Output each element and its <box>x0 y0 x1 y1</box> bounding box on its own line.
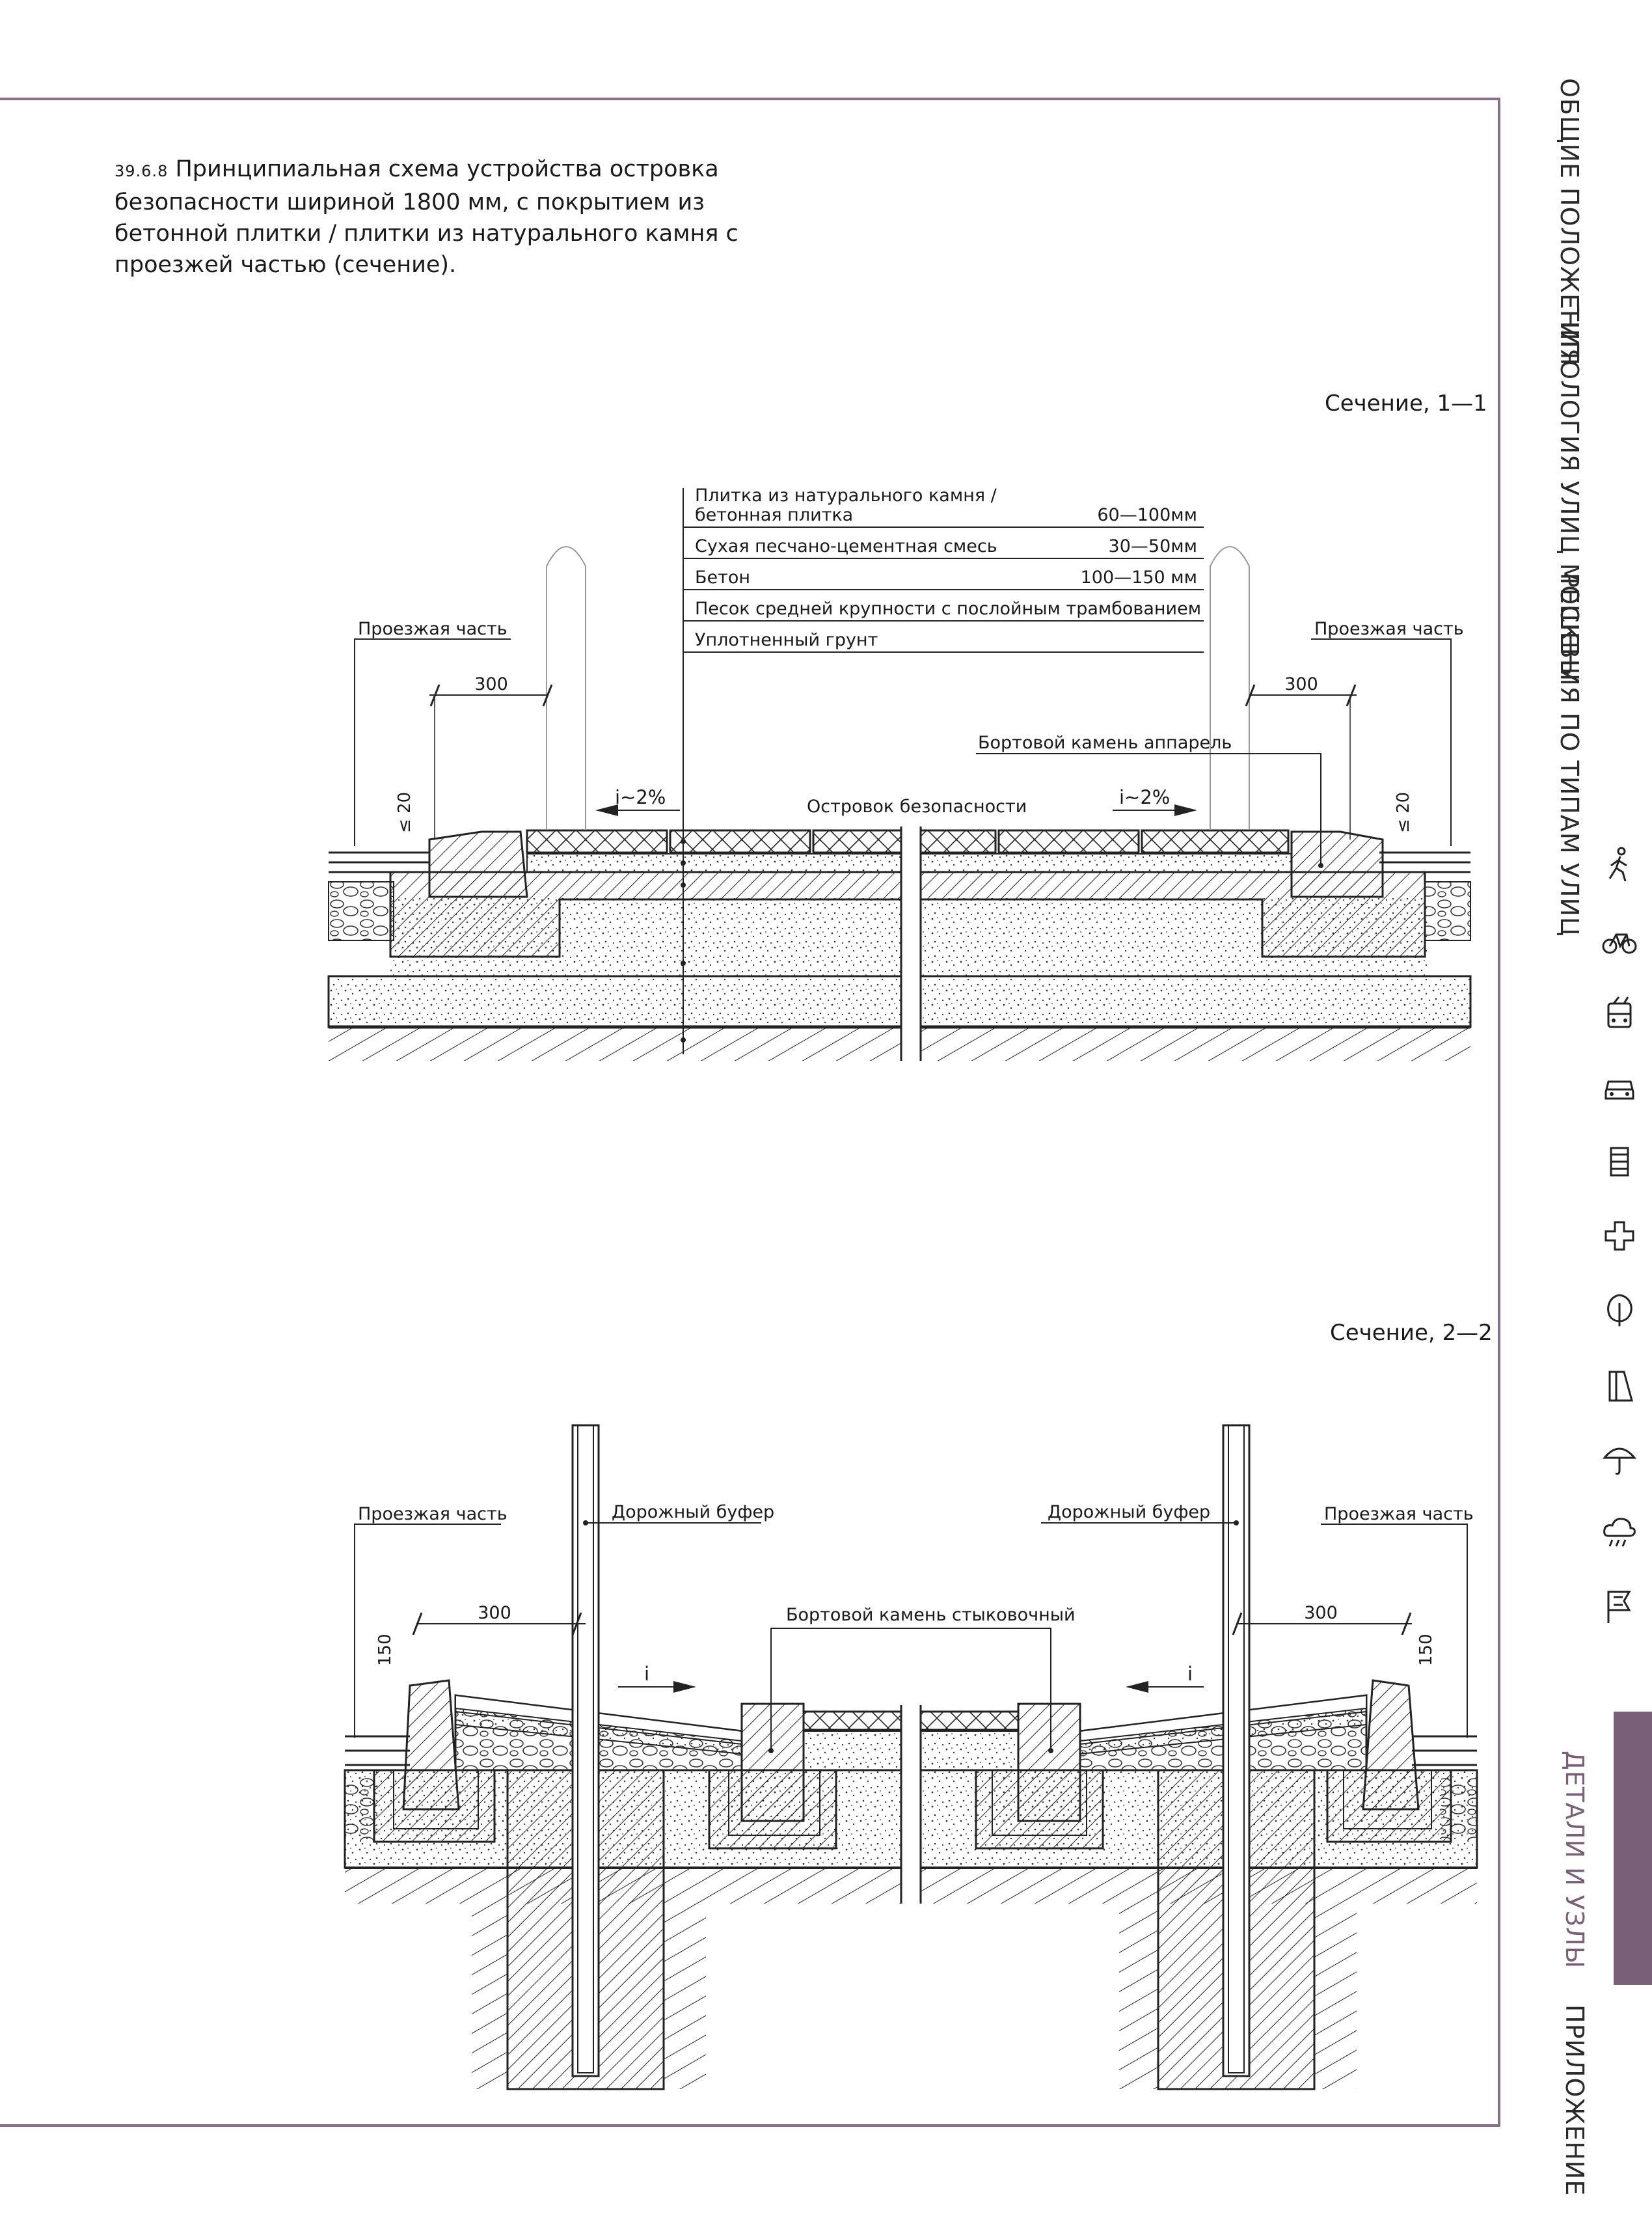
nav-typology[interactable]: ТИПОЛОГИЯ УЛИЦ МОСКВЫ <box>1555 306 1584 682</box>
tree-icon[interactable] <box>1601 1291 1638 1329</box>
section-2-title: Сечение, 2—2 <box>1330 1320 1493 1346</box>
s2-height-left: 150 <box>375 1634 395 1666</box>
s1-island-label: Островок безопасности <box>807 797 1027 817</box>
s1-roadway-right: Проезжая часть <box>1314 619 1464 639</box>
s2-slope-right: i <box>1187 1663 1193 1685</box>
layer-3-name: Бетон <box>695 568 750 588</box>
car-icon[interactable] <box>1601 1069 1638 1106</box>
layer-2-name: Сухая песчано-цементная смесь <box>695 536 997 556</box>
s2-roadway-left: Проезжая часть <box>358 1504 508 1524</box>
s2-slope-left: i <box>644 1663 649 1685</box>
pedestrian-icon[interactable] <box>1601 846 1638 884</box>
s1-dim-right: 300 <box>1284 674 1318 694</box>
figure-caption: 39.6.8 Принципиальная схема устройства о… <box>115 154 739 280</box>
s1-height-left: ≤ 20 <box>395 792 414 833</box>
s2-height-right: 150 <box>1416 1634 1436 1666</box>
section-2-drawing: Дорожный буфер Дорожный буфер Проезжая ч… <box>344 1424 1478 2090</box>
bicycle-icon[interactable] <box>1601 920 1638 958</box>
s2-dim-right: 300 <box>1304 1603 1338 1623</box>
s1-curb-label: Бортовой камень аппарель <box>978 733 1232 753</box>
rain-cloud-icon[interactable] <box>1601 1514 1638 1552</box>
layer-1-thickness: 60—100мм <box>1097 505 1197 525</box>
layer-3-thickness: 100—150 мм <box>1081 568 1197 588</box>
page-frame <box>0 98 1500 2127</box>
s2-buffer-right: Дорожный буфер <box>1048 1502 1210 1522</box>
lamp-icon[interactable] <box>1601 1365 1638 1403</box>
s1-dim-left: 300 <box>474 674 508 694</box>
caption-number: 39.6.8 <box>115 162 169 180</box>
s1-slope-right: i~2% <box>1119 786 1170 808</box>
nav-details[interactable]: ДЕТАЛИ И УЗЛЫ <box>1560 1751 1589 1969</box>
s2-curb-label: Бортовой камень стыковочный <box>786 1605 1076 1625</box>
layer-2-thickness: 30—50мм <box>1109 536 1197 556</box>
section-1-drawing: Плитка из натурального камня / бетонная … <box>327 485 1472 1061</box>
trolleybus-icon[interactable] <box>1601 994 1638 1032</box>
s1-roadway-left: Проезжая часть <box>358 619 508 639</box>
layer-4-name: Песок средней крупности с послойным трам… <box>695 599 1201 619</box>
flag-icon[interactable] <box>1601 1588 1638 1626</box>
layer-1-name-line1: Плитка из натурального камня / <box>695 485 997 506</box>
s2-buffer-left: Дорожный буфер <box>612 1502 774 1522</box>
nav-appendix[interactable]: ПРИЛОЖЕНИЕ <box>1560 2004 1589 2196</box>
umbrella-icon[interactable] <box>1601 1440 1638 1477</box>
caption-text: Принципиальная схема устройства островка… <box>115 156 738 278</box>
medical-cross-icon[interactable] <box>1601 1217 1638 1255</box>
nav-general[interactable]: ОБЩИЕ ПОЛОЖЕНИЯ <box>1555 78 1584 366</box>
nav-details-marker <box>1614 1712 1652 1985</box>
s2-roadway-right: Проезжая часть <box>1324 1504 1474 1524</box>
section-1-title: Сечение, 1—1 <box>1325 390 1487 417</box>
s1-slope-left: i~2% <box>615 786 666 808</box>
s2-dim-left: 300 <box>478 1603 511 1623</box>
stripes-icon[interactable] <box>1601 1143 1638 1181</box>
nav-solutions[interactable]: РЕШЕНИЯ ПО ТИПАМ УЛИЦ <box>1555 573 1584 937</box>
layer-5-name: Уплотненный грунт <box>695 630 878 650</box>
s1-height-right: ≤ 20 <box>1394 792 1413 833</box>
layer-1-name-line2: бетонная плитка <box>695 505 853 525</box>
